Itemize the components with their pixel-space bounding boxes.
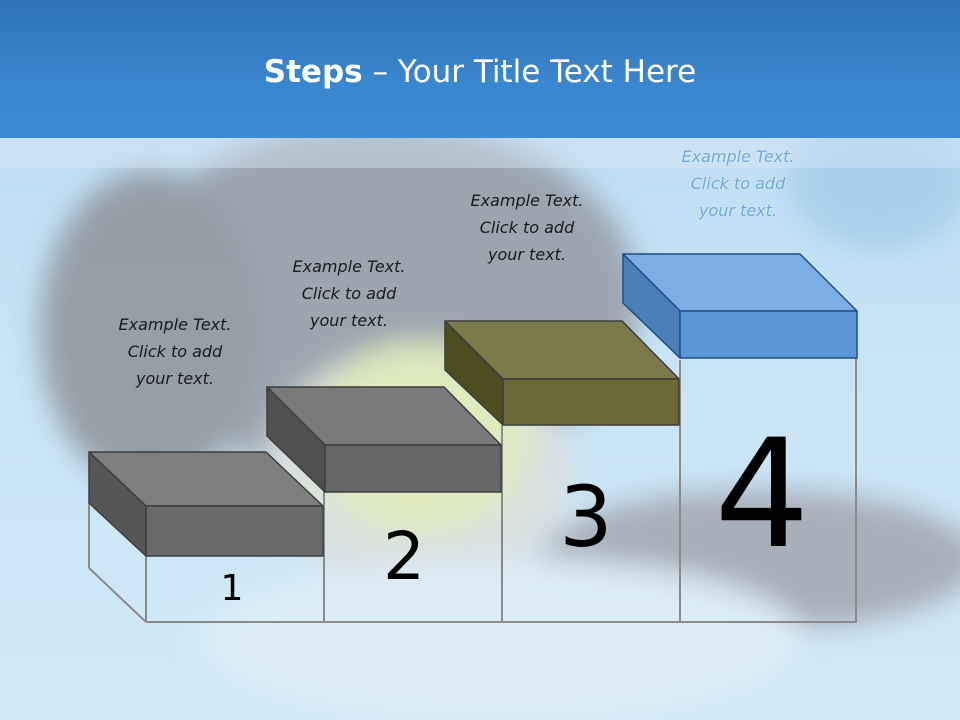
title-rest: – Your Title Text Here bbox=[362, 54, 697, 90]
title-strip bbox=[0, 138, 960, 168]
step-3-number: 3 bbox=[559, 468, 613, 566]
step-1-caption[interactable]: Example Text. Click to add your text. bbox=[118, 315, 232, 388]
step-4-box[interactable] bbox=[622, 253, 858, 359]
title-bar bbox=[0, 0, 960, 138]
step-1-number: 1 bbox=[220, 568, 244, 609]
title-bold: Steps bbox=[263, 54, 363, 90]
slide-title[interactable]: Steps – Your Title Text Here bbox=[0, 54, 960, 90]
staircase-outline bbox=[88, 355, 857, 623]
step-2-caption[interactable]: Example Text. Click to add your text. bbox=[292, 257, 406, 330]
step-3-caption[interactable]: Example Text. Click to add your text. bbox=[470, 191, 584, 264]
step-1-box[interactable] bbox=[88, 451, 324, 557]
step-4-number: 4 bbox=[714, 408, 810, 582]
step-2-box[interactable] bbox=[266, 386, 502, 493]
step-2-number: 2 bbox=[383, 518, 425, 595]
step-3-box[interactable] bbox=[444, 320, 680, 426]
step-4-caption[interactable]: Example Text. Click to add your text. bbox=[681, 147, 795, 220]
